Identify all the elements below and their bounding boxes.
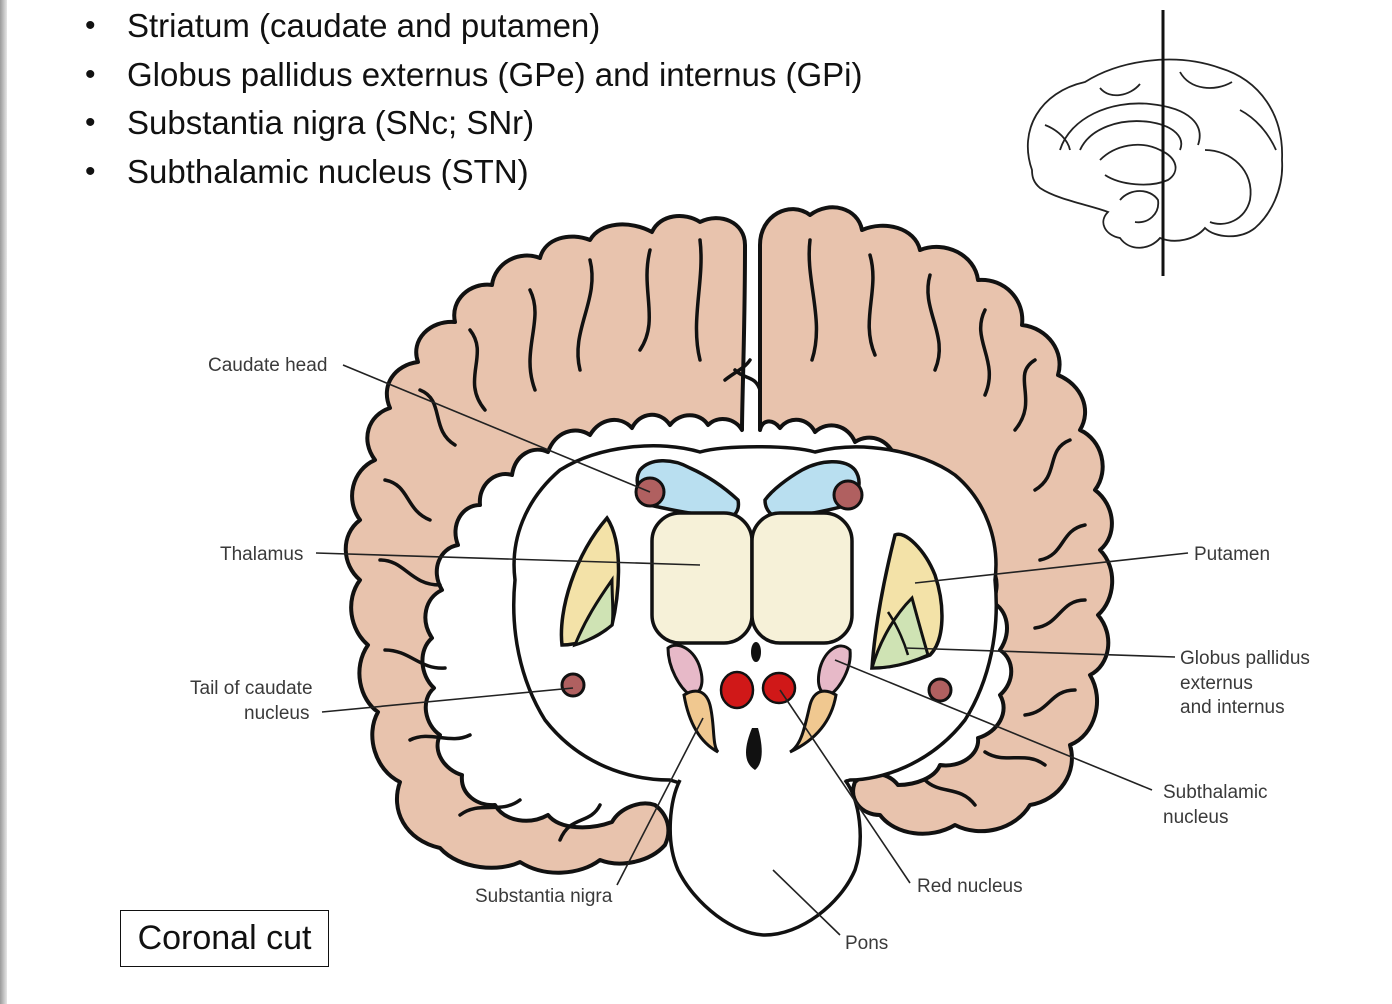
tail-of-caudate-dot-upper-right <box>832 479 864 511</box>
label-globus-pallidus-line3: and internus <box>1180 697 1285 718</box>
label-subthalamic-line1: Subthalamic <box>1163 782 1268 803</box>
third-ventricle <box>751 642 761 662</box>
leader-lines <box>315 364 1189 936</box>
tail-of-caudate-dot-lower-right <box>927 677 953 703</box>
substantia-nigra-right <box>789 689 838 754</box>
bullet-item: Substantia nigra (SNc; SNr) <box>85 101 863 150</box>
subthalamic-nucleus-left <box>666 643 704 697</box>
cerebral-aqueduct <box>746 728 762 770</box>
label-globus-pallidus-line1: Globus pallidus <box>1180 648 1310 669</box>
globus-pallidus-left <box>572 575 615 648</box>
label-substantia-nigra: Substantia nigra <box>475 886 613 907</box>
label-red-nucleus: Red nucleus <box>917 876 1023 897</box>
pons <box>668 778 862 937</box>
thalamus-left <box>650 511 754 645</box>
coronal-cut-caption: Coronal cut <box>120 910 329 967</box>
bullet-list: Striatum (caudate and putamen) Globus pa… <box>85 4 863 198</box>
globus-pallidus-divider <box>886 611 910 656</box>
sagittal-inset-brain <box>1027 58 1283 249</box>
label-thalamus: Thalamus <box>220 544 303 565</box>
bullet-item: Striatum (caudate and putamen) <box>85 4 863 53</box>
label-putamen: Putamen <box>1194 544 1270 565</box>
label-tail-of-caudate-line2: nucleus <box>244 703 310 724</box>
red-nucleus-right <box>761 671 797 705</box>
thalamus-right <box>750 511 854 645</box>
label-tail-of-caudate-line1: Tail of caudate <box>190 678 313 699</box>
subthalamic-nucleus-right <box>816 644 852 697</box>
left-hemisphere-cortex <box>343 214 747 875</box>
label-subthalamic-line2: nucleus <box>1163 807 1229 828</box>
bullet-item: Globus pallidus externus (GPe) and inter… <box>85 53 863 102</box>
page-left-edge <box>0 0 7 1004</box>
cortical-sulci <box>378 238 1087 842</box>
bullet-item: Subthalamic nucleus (STN) <box>85 150 863 199</box>
label-pons: Pons <box>845 933 888 954</box>
red-nucleus-left <box>719 670 755 710</box>
tail-of-caudate-dot-lower-left <box>560 672 586 698</box>
label-caudate-head: Caudate head <box>208 355 327 376</box>
label-globus-pallidus-line2: externus <box>1180 673 1253 694</box>
